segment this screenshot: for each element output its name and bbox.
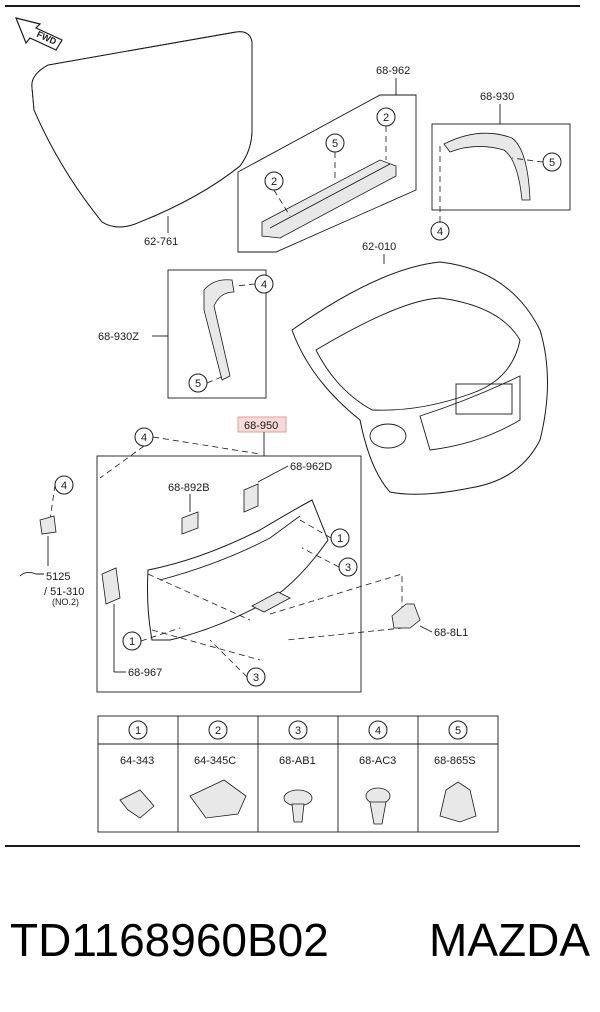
table-code-1: 64-343: [120, 755, 154, 767]
svg-text:2: 2: [271, 176, 277, 188]
svg-text:4: 4: [141, 432, 147, 444]
table-code-5: 68-865S: [434, 755, 476, 767]
trim-left-label: 68-930Z: [98, 331, 139, 343]
garnish-upper-label: 68-962: [376, 65, 410, 77]
fwd-arrow-icon: FWD: [15, 17, 63, 51]
footer-brand: MAZDA: [429, 914, 590, 966]
trim-right-group: 68-930 5 4: [430, 91, 571, 241]
seal-label: 62-761: [144, 236, 178, 248]
clip-68-ab1-icon: [283, 789, 313, 823]
table-num-4: 4: [375, 725, 381, 737]
table-num-2: 2: [215, 725, 221, 737]
table-num-3: 3: [295, 725, 301, 737]
trim-assembly-group: 4 68-892B 68-962D 68-967 1 3 1 3: [96, 427, 362, 693]
table-num-1: 1: [135, 725, 141, 737]
reference-arrow-icon: [19, 571, 44, 577]
svg-text:4: 4: [437, 226, 443, 238]
handle-label: 68-892B: [168, 482, 210, 494]
clip-64-343-icon: [119, 789, 155, 819]
lamp-label: 68-8L1: [434, 627, 468, 639]
liftgate-label: 62-010: [362, 241, 396, 253]
footer: TD1168960B02 MAZDA: [10, 905, 590, 975]
trim-assembly-label: 68-950: [244, 420, 278, 432]
table-code-3: 68-AB1: [279, 755, 316, 767]
table-num-5: 5: [455, 725, 461, 737]
trim-assembly-highlight: 68-950: [237, 416, 287, 456]
trim-left-group: 68-930Z 4 5: [98, 269, 274, 399]
svg-text:1: 1: [337, 533, 343, 545]
svg-text:3: 3: [253, 672, 259, 684]
svg-text:3: 3: [345, 562, 351, 574]
table-code-2: 64-345C: [194, 755, 236, 767]
reference-number: 5125: [46, 571, 70, 583]
trim-piece-d-label: 68-962D: [290, 461, 332, 473]
svg-text:1: 1: [129, 636, 135, 648]
fastener-table: 1 64-343 2 64-345C 3 68-AB1 4 68-AC3 5 6…: [97, 715, 499, 833]
trim-lower-left-label: 68-967: [128, 667, 162, 679]
svg-text:5: 5: [332, 138, 338, 150]
lamp-group: 68-8L1: [269, 573, 468, 641]
svg-text:5: 5: [549, 157, 555, 169]
clip-68-ac3-icon: [365, 787, 391, 825]
table-code-4: 68-AC3: [359, 755, 396, 767]
garnish-upper-group: 68-962 2 5 2: [237, 65, 417, 253]
liftgate-group: 62-010: [291, 241, 548, 495]
clip-64-345c-icon: [189, 779, 247, 819]
reference-line2: / 51-310: [44, 586, 84, 598]
footer-part-number: TD1168960B02: [10, 914, 329, 966]
left-clip-group: 4 5125 / 51-310 (NO.2): [19, 475, 84, 607]
svg-text:4: 4: [261, 279, 267, 291]
seal-part: 62-761: [31, 31, 253, 248]
reference-line3: (NO.2): [52, 597, 79, 607]
clip-68-865s-icon: [439, 781, 477, 823]
svg-text:4: 4: [61, 480, 67, 492]
svg-text:2: 2: [383, 112, 389, 124]
trim-right-label: 68-930: [480, 91, 514, 103]
svg-text:5: 5: [195, 378, 201, 390]
